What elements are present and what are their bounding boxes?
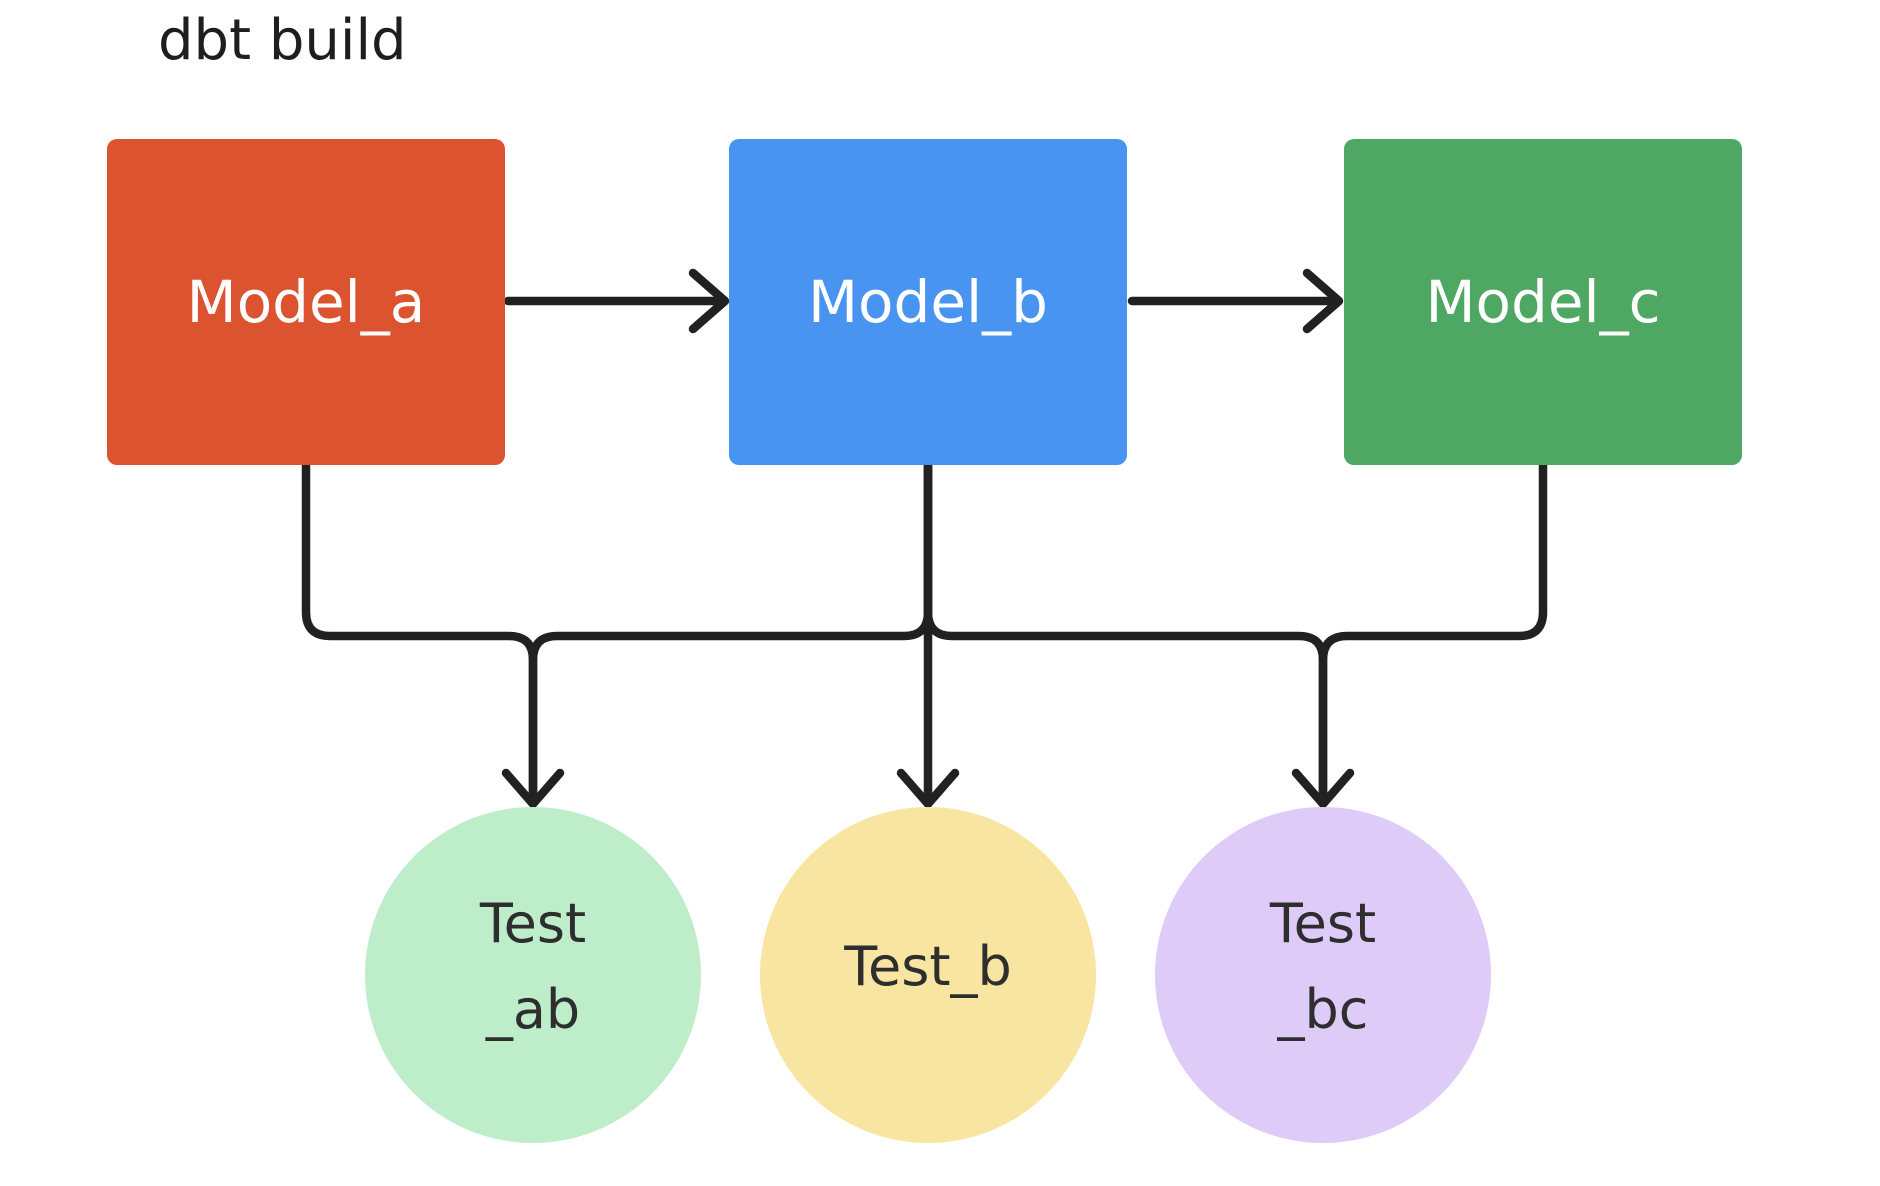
node-test-b-label-line1: Test_b bbox=[844, 935, 1012, 998]
node-test-bc-label: Test _bc bbox=[1270, 881, 1376, 1053]
node-model-b-label: Model_b bbox=[808, 268, 1048, 336]
node-model-c[interactable]: Model_c bbox=[1344, 139, 1742, 465]
node-test-ab[interactable]: Test _ab bbox=[365, 807, 701, 1143]
edge-model-b-to-test-bc bbox=[923, 460, 1328, 801]
node-test-b[interactable]: Test_b bbox=[760, 807, 1096, 1143]
node-test-bc-label-line1: Test bbox=[1269, 892, 1377, 955]
arrowhead-test-b bbox=[896, 768, 960, 809]
node-model-b[interactable]: Model_b bbox=[729, 139, 1127, 465]
node-model-a[interactable]: Model_a bbox=[107, 139, 505, 465]
node-test-bc-label-line2: _bc bbox=[1277, 978, 1369, 1041]
node-test-b-label: Test_b bbox=[844, 924, 1012, 1010]
node-test-ab-label-line1: Test bbox=[479, 892, 587, 955]
node-test-bc[interactable]: Test _bc bbox=[1155, 807, 1491, 1143]
edge-model-a-to-model-b bbox=[503, 268, 730, 334]
diagram-title: dbt build bbox=[158, 8, 407, 73]
edge-model-a-to-test-ab bbox=[301, 460, 538, 801]
edge-model-b-to-model-c bbox=[1127, 268, 1344, 334]
edge-model-b-to-test-ab bbox=[528, 460, 933, 801]
arrowhead-test-ab bbox=[501, 768, 565, 809]
arrowhead-test-bc bbox=[1291, 768, 1355, 809]
node-test-ab-label: Test _ab bbox=[480, 881, 586, 1053]
edge-model-c-to-test-bc bbox=[1318, 460, 1548, 801]
node-test-ab-label-line2: _ab bbox=[485, 978, 581, 1041]
node-model-a-label: Model_a bbox=[186, 268, 426, 336]
node-model-c-label: Model_c bbox=[1425, 268, 1661, 336]
